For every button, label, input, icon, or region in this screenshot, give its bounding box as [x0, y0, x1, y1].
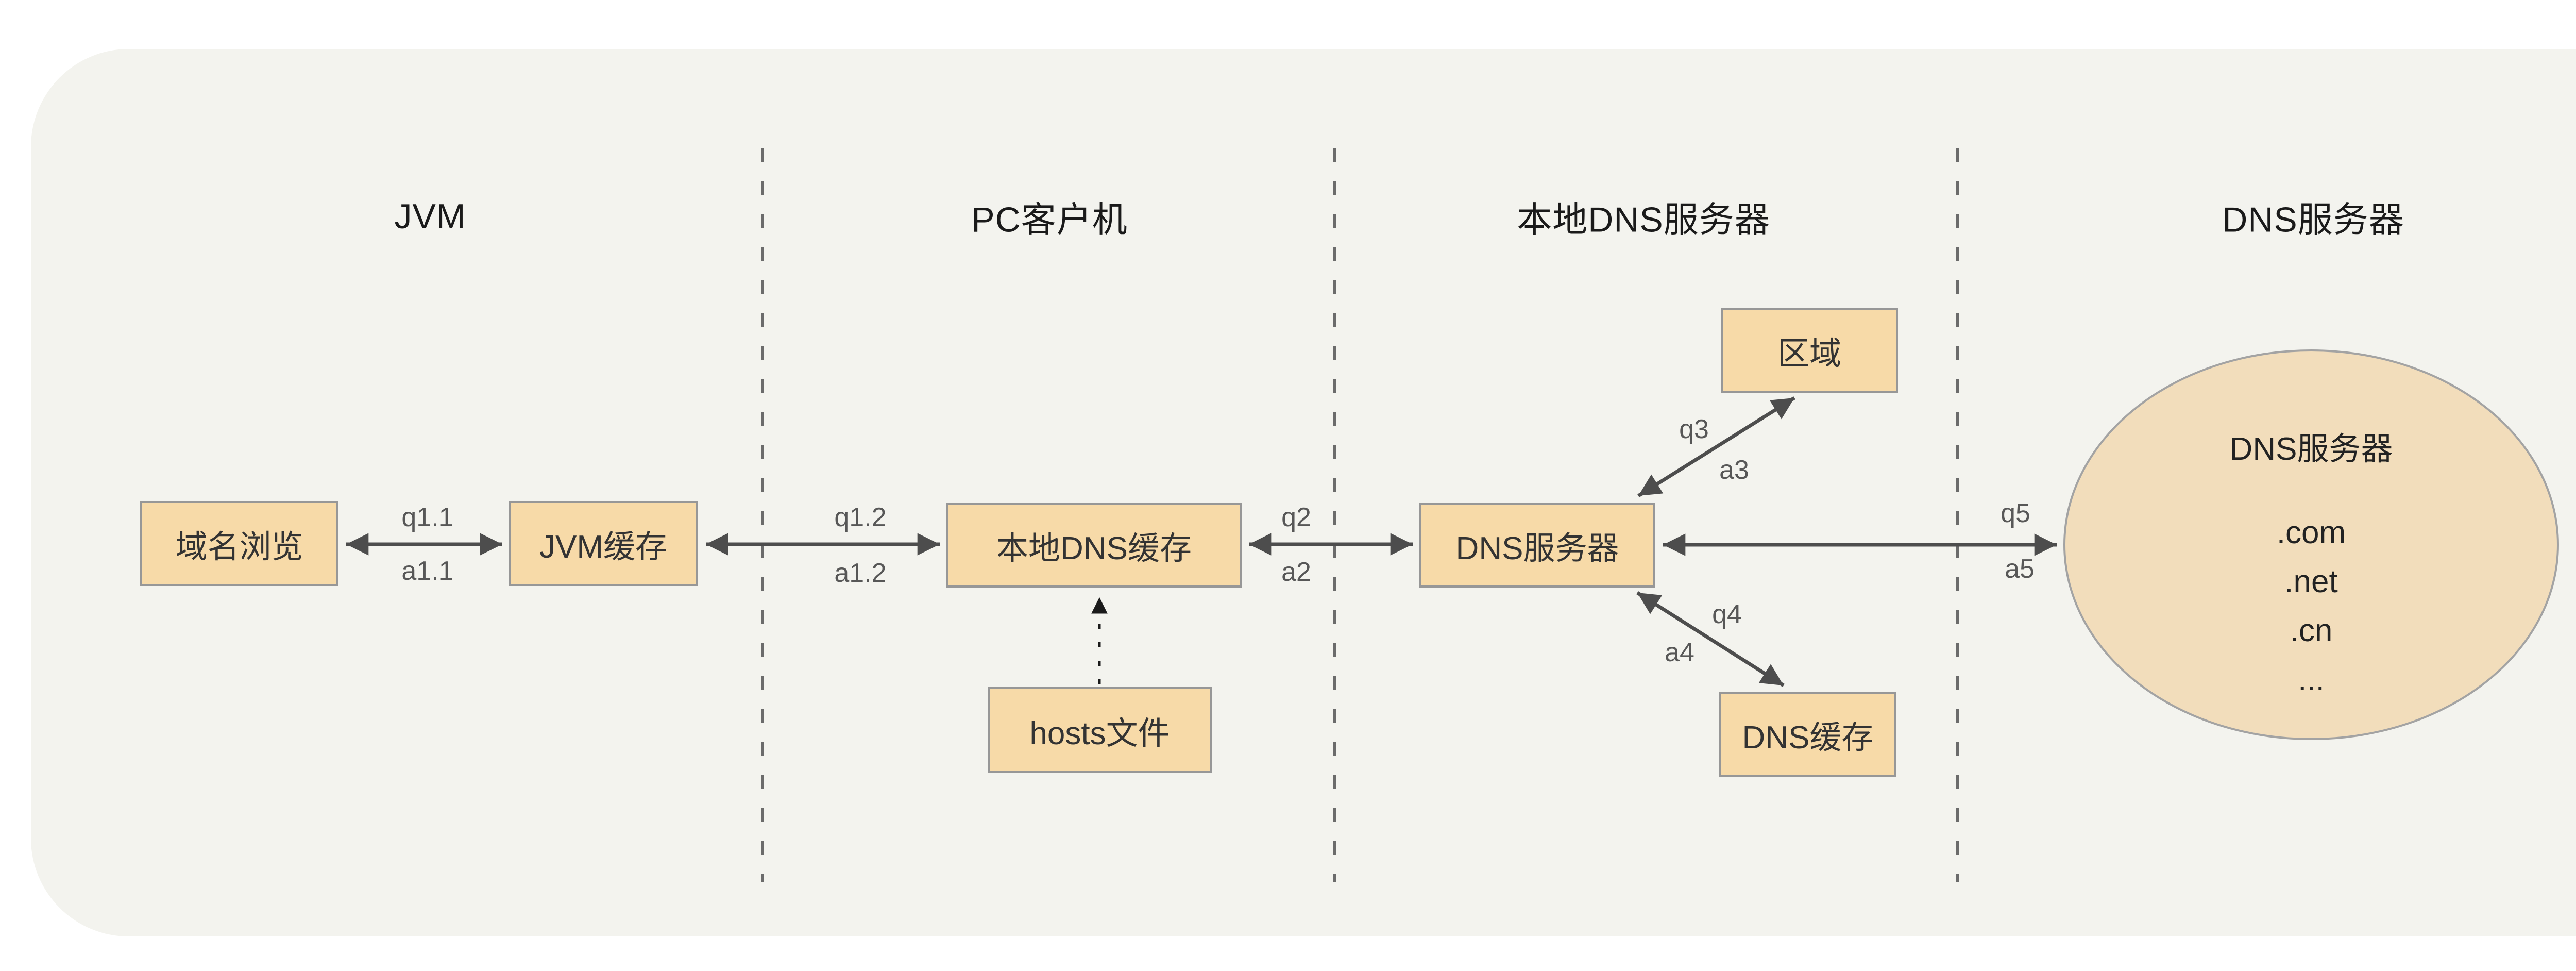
edge-label-q1.1: q1.1: [401, 503, 454, 532]
root-dns-entries: .com .net .cn ...: [2065, 508, 2557, 704]
edge-label-a5: a5: [2005, 554, 2035, 584]
node-label: JVM缓存: [539, 529, 667, 565]
node-jvm-cache: JVM缓存: [509, 501, 698, 586]
node-label: 域名浏览: [175, 529, 303, 565]
root-dns-title: DNS服务器: [2229, 431, 2393, 467]
edge-label-a2: a2: [1281, 557, 1311, 587]
edge-label-q3: q3: [1679, 414, 1709, 444]
edge-label-a3: a3: [1719, 455, 1749, 485]
node-zone: 区域: [1721, 308, 1898, 393]
node-local-dns-server: DNS服务器: [1419, 503, 1655, 588]
node-dns-cache: DNS缓存: [1719, 692, 1896, 777]
root-dns-entry: .com: [2276, 515, 2346, 550]
node-label: 本地DNS缓存: [996, 530, 1192, 566]
edge-label-a1.1: a1.1: [401, 556, 454, 586]
root-dns-entry: .net: [2284, 564, 2338, 599]
edge-label-a4: a4: [1665, 638, 1694, 667]
node-label: 区域: [1777, 336, 1841, 372]
node-label: DNS服务器: [1455, 530, 1619, 566]
root-dns-entry: .cn: [2290, 613, 2333, 648]
edge-label-q4: q4: [1712, 599, 1742, 629]
root-dns-entry: ...: [2298, 662, 2325, 697]
edge-label-q1.2: q1.2: [834, 503, 887, 532]
edge-label-a1.2: a1.2: [834, 558, 887, 588]
node-domain-browse: 域名浏览: [140, 501, 338, 586]
node-label: hosts文件: [1029, 715, 1170, 751]
section-title-pc-client: PC客户机: [971, 200, 1128, 240]
section-title-dns-server: DNS服务器: [2222, 200, 2404, 240]
edge-label-q2: q2: [1281, 503, 1311, 532]
node-label: DNS缓存: [1742, 720, 1874, 756]
node-hosts-file: hosts文件: [988, 687, 1212, 773]
edge-label-q5: q5: [2001, 498, 2030, 528]
section-title-local-dns-server: 本地DNS服务器: [1517, 200, 1770, 240]
node-root-dns-servers: DNS服务器 .com .net .cn ...: [2063, 349, 2559, 740]
node-local-dns-cache: 本地DNS缓存: [946, 503, 1242, 588]
section-title-jvm: JVM: [394, 197, 466, 236]
